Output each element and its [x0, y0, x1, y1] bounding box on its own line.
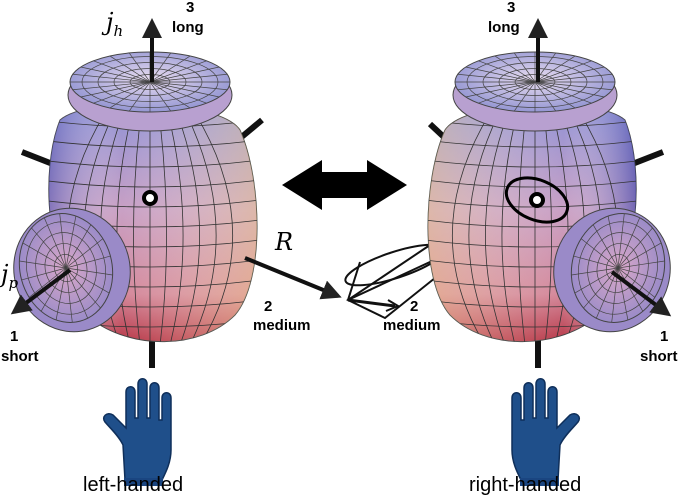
right-short-number: 1 — [660, 328, 668, 345]
right-medium-word: medium — [383, 317, 441, 334]
right-medium-number: 2 — [410, 298, 418, 315]
left-symbol-jp: jp — [0, 260, 18, 292]
left-short-number: 1 — [10, 328, 18, 345]
left-symbol-R: R — [274, 228, 293, 256]
left-caption: left-handed — [83, 474, 183, 496]
right-marker-ring — [504, 176, 570, 224]
left-medium-number: 2 — [264, 298, 272, 315]
left-axis-short-arrow — [10, 268, 72, 315]
right-long-number: 3 — [507, 0, 515, 16]
right-axis-short-arrow — [610, 270, 672, 317]
left-side-disk — [13, 207, 131, 333]
left-long-number: 3 — [186, 0, 194, 16]
right-long-word: long — [488, 19, 520, 36]
right-hand-glove-icon — [511, 378, 581, 486]
right-molecule — [427, 18, 672, 368]
left-long-word: long — [172, 19, 204, 36]
left-marker-dot — [142, 190, 158, 206]
double-headed-arrow-icon — [282, 160, 407, 210]
left-molecule — [10, 18, 342, 368]
left-symbol-jh: jh — [101, 8, 123, 40]
right-short-word: short — [640, 348, 678, 365]
right-caption: right-handed — [469, 474, 581, 496]
left-medium-word: medium — [253, 317, 311, 334]
left-hand-glove-icon — [102, 378, 172, 486]
left-axis-medium-arrow — [244, 256, 342, 300]
left-short-word: short — [1, 348, 39, 365]
right-marker-dot — [529, 192, 545, 208]
